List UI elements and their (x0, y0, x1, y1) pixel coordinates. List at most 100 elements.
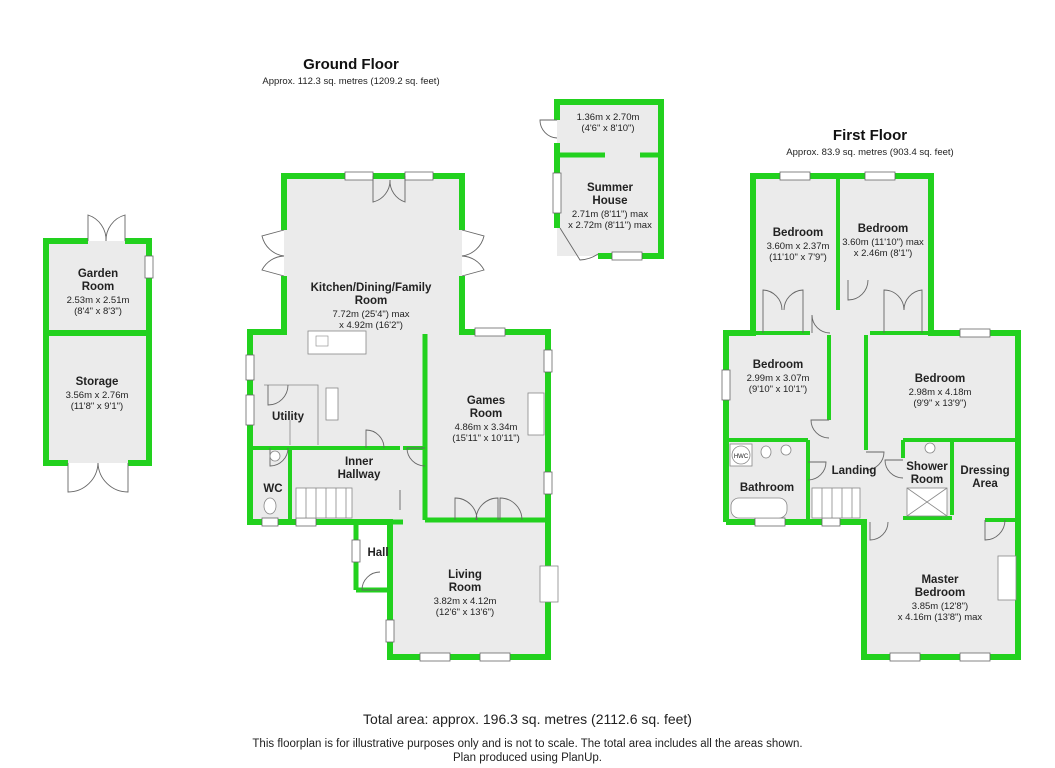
plan-credit: Plan produced using PlanUp. (453, 752, 602, 764)
window (245, 394, 255, 426)
room-name: Hall (367, 547, 388, 559)
window (404, 171, 434, 181)
room-dimensions: (11'10" x 7'9") (769, 252, 827, 263)
room-label: Bathroom (740, 482, 794, 494)
room-name: Room (470, 408, 503, 420)
room-dimensions: 3.56m x 2.76m (66, 390, 129, 401)
total-area: Total area: approx. 196.3 sq. metres (21… (363, 711, 692, 727)
outbuilding-summer-house (539, 99, 664, 261)
floorplan-drawing: Ground Floor Approx. 112.3 sq. metres (1… (43, 56, 1021, 662)
room-dimensions: 2.71m (8'11") max (572, 209, 649, 220)
room-name: Shower (906, 461, 948, 473)
outbuilding-garden-storage (43, 214, 154, 493)
room-label: Utility (272, 411, 305, 423)
room-name: Bedroom (753, 359, 803, 371)
window (295, 517, 317, 527)
hwc-label: HWC (734, 454, 749, 460)
room-name: Hallway (338, 469, 381, 481)
room-name: Garden (78, 268, 118, 280)
window (754, 517, 786, 527)
room-name: Living (448, 569, 482, 581)
room-name: Room (911, 474, 944, 486)
room-name: Dressing (960, 465, 1009, 477)
window (864, 171, 896, 181)
window (721, 369, 731, 401)
window (479, 652, 511, 662)
room-name: Landing (832, 465, 877, 477)
room-label: WC (263, 483, 282, 495)
ground-floor-plan (245, 171, 559, 662)
window (385, 619, 395, 643)
window (245, 354, 255, 381)
window (611, 251, 643, 261)
first-floor-title: First Floor (833, 127, 907, 144)
room-dimensions: (11'8" x 9'1") (71, 401, 123, 412)
room-dimensions: 3.85m (12'8") (912, 601, 968, 612)
room-name: Inner (345, 456, 374, 468)
room-dimensions: 3.82m x 4.12m (434, 596, 497, 607)
window (419, 652, 451, 662)
room-name: Bedroom (858, 223, 908, 235)
room-dimensions: (15'11" x 10'11") (452, 433, 520, 444)
room-dimensions: 1.36m x 2.70m (577, 112, 640, 123)
room-dimensions: 4.86m x 3.34m (455, 422, 518, 433)
room-dimensions: (8'4" x 8'3") (74, 306, 122, 317)
window (474, 327, 506, 337)
window (351, 539, 361, 563)
ground-floor-title: Ground Floor (303, 56, 399, 73)
room-dimensions: 7.72m (25'4") max (333, 309, 410, 320)
window (543, 349, 553, 373)
room-dimensions: 2.53m x 2.51m (67, 295, 130, 306)
window (144, 255, 154, 279)
room-name: Bedroom (915, 373, 965, 385)
room-label: 1.36m x 2.70m(4'6" x 8'10") (577, 112, 640, 134)
room-name: Bathroom (740, 482, 794, 494)
room-dimensions: (9'10" x 10'1") (749, 384, 807, 395)
room-name: Utility (272, 411, 305, 423)
room-name: Room (82, 281, 115, 293)
room-name: Kitchen/Dining/Family (311, 282, 432, 294)
room-dimensions: 3.60m (11'10") max (842, 237, 924, 248)
room-name: Room (449, 582, 482, 594)
room-name: Games (467, 395, 505, 407)
room-dimensions: (9'9" x 13'9") (913, 398, 966, 409)
room-label: Storage 3.56m x 2.76m(11'8" x 9'1") (66, 376, 129, 412)
room-dimensions: 3.60m x 2.37m (767, 241, 830, 252)
first-floor-area: Approx. 83.9 sq. metres (903.4 sq. feet) (786, 147, 953, 158)
room-name: Storage (76, 376, 119, 388)
disclaimer: This floorplan is for illustrative purpo… (252, 738, 803, 750)
room-dimensions: 2.98m x 4.18m (909, 387, 972, 398)
room-name: Master (921, 574, 959, 586)
room-name: Area (972, 478, 998, 490)
room-label: Bedroom 2.99m x 3.07m(9'10" x 10'1") (747, 359, 810, 395)
room-name: Bedroom (773, 227, 823, 239)
window (821, 517, 841, 527)
window (344, 171, 374, 181)
room-name: Summer (587, 182, 634, 194)
first-floor-plan (721, 171, 1021, 662)
room-dimensions: 2.99m x 3.07m (747, 373, 810, 384)
room-name: Room (355, 295, 388, 307)
room-label: Bedroom 2.98m x 4.18m(9'9" x 13'9") (909, 373, 972, 409)
room-name: Bedroom (915, 587, 965, 599)
window (959, 652, 991, 662)
room-dimensions: x 4.16m (13'8") max (898, 612, 983, 623)
window (552, 172, 562, 214)
window (261, 517, 279, 527)
room-dimensions: x 2.46m (8'1") (854, 248, 913, 259)
room-dimensions: (12'6" x 13'6") (436, 607, 494, 618)
room-label: Hall (367, 547, 388, 559)
room-label: Bedroom 3.60m x 2.37m(11'10" x 7'9") (767, 227, 830, 263)
ground-floor-area: Approx. 112.3 sq. metres (1209.2 sq. fee… (262, 76, 439, 87)
window (959, 328, 991, 338)
